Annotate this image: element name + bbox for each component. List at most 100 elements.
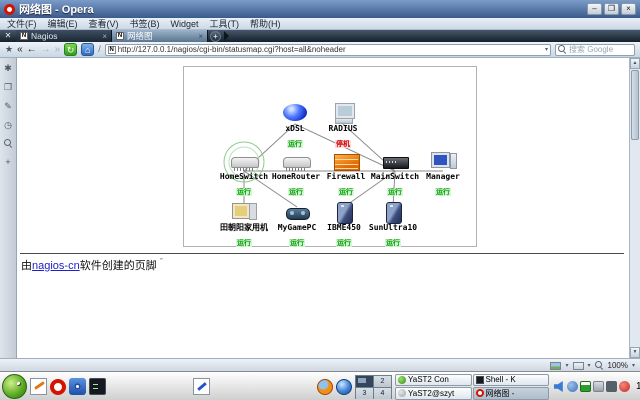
map-node-mygamepc[interactable]: MyGamePC 运行 [265, 202, 329, 250]
close-button[interactable]: × [621, 3, 636, 15]
messenger-icon[interactable] [567, 381, 578, 392]
menu-edit[interactable]: 编辑(E) [47, 19, 78, 29]
fast-forward-button[interactable]: » [54, 44, 61, 55]
windows-panel-icon[interactable]: ❐ [3, 82, 13, 92]
page-favicon: N [107, 45, 116, 54]
tab-close-icon[interactable]: × [198, 31, 203, 41]
opera-logo-icon [4, 3, 15, 15]
widgets-panel-icon[interactable]: ✱ [4, 63, 12, 73]
address-dropdown-icon[interactable]: ▾ [544, 47, 548, 53]
tab-network-map[interactable]: N 网络图 × [112, 30, 208, 42]
nagios-favicon: N [20, 32, 28, 40]
volume-icon[interactable] [554, 381, 563, 392]
back-button[interactable]: ← [26, 44, 37, 55]
misc-app-icon[interactable] [193, 378, 210, 395]
task-opera-network-map[interactable]: 网络图 - [472, 387, 549, 400]
images-toggle-icon[interactable] [550, 361, 562, 370]
pager-desktop-1[interactable] [356, 375, 373, 387]
updater-icon[interactable] [619, 381, 630, 392]
search-panel-icon[interactable] [3, 139, 13, 148]
menu-widget[interactable]: Widget [170, 18, 199, 29]
node-status: 运行 [289, 239, 305, 247]
node-status: 运行 [287, 140, 303, 148]
new-tab-button[interactable]: + [210, 30, 221, 42]
menu-bookmarks[interactable]: 书签(B) [129, 19, 160, 29]
task-yast2-remote[interactable]: YaST2@szyt [395, 387, 472, 400]
tab-nagios[interactable]: N Nagios × [16, 30, 112, 42]
desktop-pc-icon [230, 202, 258, 223]
pager-desktop-2[interactable]: 2 [374, 375, 391, 387]
menu-file[interactable]: 文件(F) [7, 19, 37, 29]
opera-browser-window: 网络图 - Opera – ❐ × 文件(F) 编辑(E) 查看(V) 书签(B… [0, 0, 640, 372]
task-shell-konsole[interactable]: Shell - K [472, 373, 549, 386]
add-panel-icon[interactable]: + [5, 157, 11, 167]
scrollbar-track[interactable] [630, 141, 640, 347]
restore-button[interactable]: ❐ [604, 3, 619, 15]
suse-menu-button[interactable] [2, 374, 27, 399]
tab-close-icon[interactable]: × [102, 31, 107, 41]
zoom-level[interactable]: 100% [607, 361, 628, 370]
node-label: HomeSwitch [219, 172, 269, 181]
node-status: 运行 [236, 239, 252, 247]
konqueror-globe-icon[interactable] [336, 378, 352, 395]
map-node-homeswitch[interactable]: HomeSwitch 运行 [212, 151, 276, 199]
scroll-up-icon[interactable]: ▲ [630, 58, 640, 69]
klipper-icon[interactable] [580, 381, 591, 392]
system-tray [554, 381, 630, 392]
close-tab-icon[interactable]: ✕ [4, 31, 12, 40]
map-node-radius[interactable]: RADIUS 停机 [311, 103, 375, 151]
reload-button[interactable]: ↻ [64, 43, 78, 56]
server-icon [379, 202, 407, 224]
tab-overflow-icon[interactable] [224, 31, 229, 41]
menu-tools[interactable]: 工具(T) [209, 19, 240, 29]
search-bar[interactable]: ▾ [555, 43, 640, 56]
view-dropdown-icon[interactable]: ▾ [587, 363, 591, 369]
address-bar[interactable]: N ▾ [104, 43, 551, 56]
scroll-down-icon[interactable]: ▼ [630, 347, 640, 358]
titlebar[interactable]: 网络图 - Opera – ❐ × [0, 0, 640, 18]
scrollbar-thumb[interactable] [631, 70, 639, 140]
zoom-dropdown-icon[interactable]: ▾ [631, 363, 635, 369]
task-yast2[interactable]: YaST2 Con [395, 373, 472, 386]
images-dropdown-icon[interactable]: ▾ [565, 363, 569, 369]
firefox-icon[interactable] [317, 378, 333, 395]
notes-panel-icon[interactable]: ✎ [4, 101, 12, 111]
kwrite-icon[interactable] [30, 378, 47, 395]
task-label: 网络图 - [485, 388, 515, 398]
map-node-firewall[interactable]: Firewall 运行 [314, 151, 378, 199]
taskbar-clock[interactable]: 14:43 [636, 381, 640, 392]
menu-view[interactable]: 查看(V) [88, 19, 119, 29]
map-node-home-pc[interactable]: 田朝阳家用机 运行 [212, 202, 276, 250]
desktop-pager[interactable]: 2 3 4 [355, 374, 392, 399]
pager-desktop-3[interactable]: 3 [356, 387, 373, 399]
bookmark-star-icon[interactable]: ★ [5, 44, 14, 54]
vertical-scrollbar[interactable]: ▲ ▼ [629, 58, 640, 358]
rewind-button[interactable]: « [17, 44, 23, 55]
map-node-homerouter[interactable]: HomeRouter 运行 [264, 151, 328, 199]
forward-button[interactable]: → [40, 44, 51, 55]
minimize-button[interactable]: – [587, 3, 602, 15]
map-node-ibme450[interactable]: IBME450 运行 [312, 202, 376, 250]
printer-icon[interactable] [593, 381, 604, 392]
address-input[interactable] [117, 44, 543, 55]
map-node-manager[interactable]: Manager 运行 [411, 151, 475, 199]
home-button[interactable]: ⌂ [81, 43, 95, 56]
search-input[interactable] [569, 44, 640, 55]
switch-icon [230, 151, 259, 172]
map-node-mainswitch[interactable]: MainSwitch 运行 [363, 151, 427, 199]
history-panel-icon[interactable]: ◷ [4, 120, 12, 130]
menu-help[interactable]: 帮助(H) [250, 19, 281, 29]
help-center-icon[interactable] [69, 378, 86, 395]
konsole-icon[interactable] [89, 378, 106, 395]
map-node-xdsl[interactable]: xDSL 运行 [263, 103, 327, 151]
pager-desktop-4[interactable]: 4 [374, 387, 391, 399]
nagios-cn-link[interactable]: nagios-cn [32, 260, 80, 272]
konsole-icon [475, 375, 484, 384]
screenshot-icon[interactable] [606, 381, 617, 392]
window-title: 网络图 - Opera [19, 4, 94, 16]
browser-main: ✱ ❐ ✎ ◷ + [0, 58, 640, 358]
opera-launcher-icon[interactable] [50, 378, 66, 395]
fit-to-width-icon[interactable] [572, 361, 584, 370]
page-footer: 由nagios-cn软件创建的页脚 ˝ [21, 257, 162, 273]
map-node-sunultra10[interactable]: SunUltra10 运行 [361, 202, 425, 250]
